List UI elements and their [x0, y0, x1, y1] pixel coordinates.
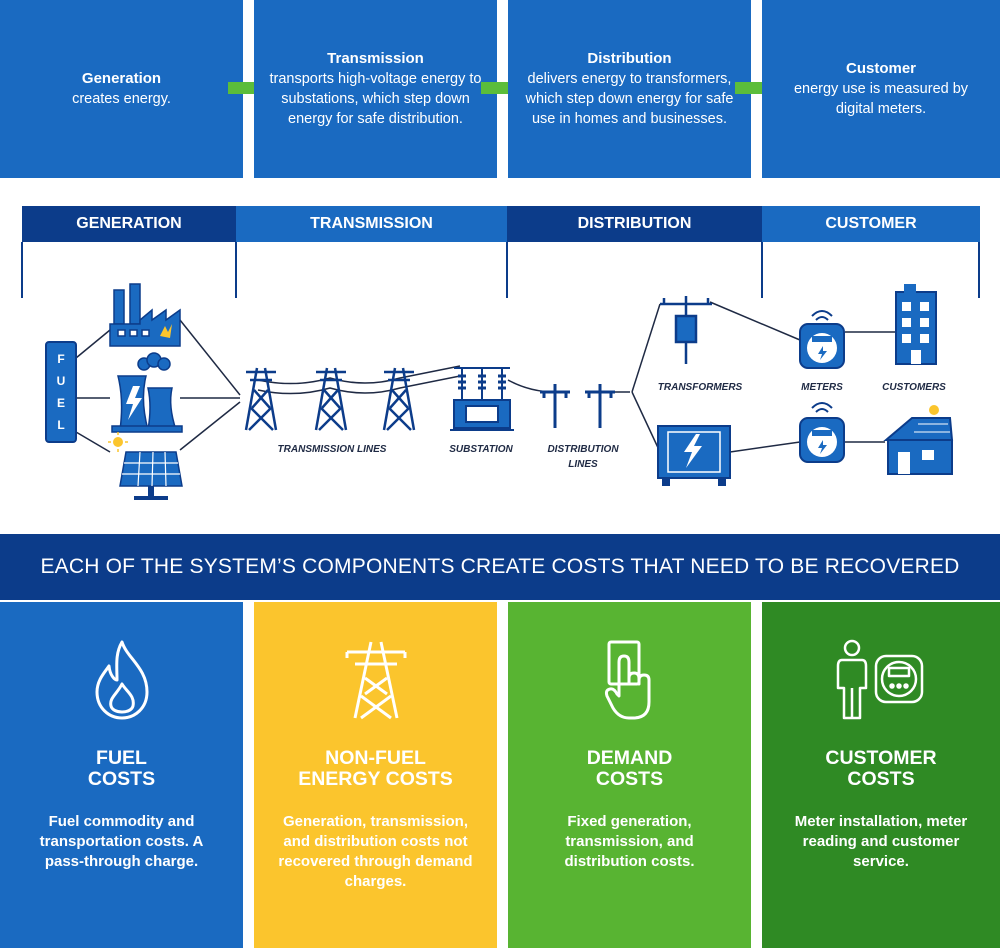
- process-title: Transmission: [327, 50, 424, 67]
- grid-diagram: F U E L TRANSMISSION LINES SUBSTATION DI…: [0, 280, 1000, 530]
- substation-icon: [450, 367, 514, 431]
- flame-icon: [95, 640, 148, 720]
- office-building-icon: [895, 284, 937, 365]
- stage-distribution: DISTRIBUTION: [507, 206, 762, 242]
- label-transmission-lines: TRANSMISSION LINES: [277, 444, 387, 455]
- fuel-letter: U: [56, 374, 66, 388]
- process-distribution: Distribution delivers energy to transfor…: [508, 0, 751, 178]
- stage-divider: [21, 242, 23, 298]
- fuel-bar: [45, 341, 77, 443]
- process-desc: transports high-voltage energy to substa…: [269, 71, 482, 127]
- transformer-pole-icon: [660, 296, 712, 364]
- cost-non-fuel: NON-FUEL ENERGY COSTS Generation, transm…: [254, 602, 497, 948]
- cost-title-line: COSTS: [847, 768, 915, 790]
- process-desc: delivers energy to transformers, which s…: [525, 71, 734, 127]
- cost-desc: Fixed generation, transmission, and dist…: [564, 813, 695, 870]
- label-substation: SUBSTATION: [449, 444, 513, 455]
- meter-icon: [799, 402, 845, 463]
- transformer-box-icon: [657, 425, 731, 486]
- power-plant-icon: [111, 352, 183, 433]
- label-transformers: TRANSFORMERS: [657, 382, 743, 393]
- label-line: DISTRIBUTION: [547, 444, 619, 455]
- cost-desc: Fuel commodity and transportation costs.…: [39, 813, 204, 870]
- process-row: Generation creates energy. Transmission …: [0, 0, 1000, 178]
- process-desc: energy use is measured by digital meters…: [793, 81, 969, 117]
- stage-divider: [978, 242, 980, 298]
- process-title: Generation: [81, 70, 162, 87]
- label-meters: METERS: [801, 382, 843, 393]
- grid-diagram-svg: [45, 283, 954, 500]
- stage-divider: [506, 242, 508, 298]
- transmission-tower-icon: [345, 641, 406, 720]
- cost-title: FUEL COSTS: [0, 748, 243, 790]
- process-transmission: Transmission transports high-voltage ene…: [254, 0, 497, 178]
- label-customers: CUSTOMERS: [882, 382, 946, 393]
- process-title: Distribution: [587, 50, 672, 67]
- distribution-pole-icon: [540, 384, 615, 428]
- cost-title-line: ENERGY COSTS: [298, 768, 453, 790]
- cost-fuel: FUEL COSTS Fuel commodity and transporta…: [0, 602, 243, 948]
- meter-icon: [799, 310, 845, 369]
- fuel-letter: F: [57, 352, 65, 366]
- cost-desc: Meter installation, meter reading and cu…: [794, 813, 968, 870]
- process-generation: Generation creates energy.: [0, 0, 243, 178]
- process-customer: Customer energy use is measured by digit…: [762, 0, 1000, 178]
- fuel-letter: L: [57, 418, 65, 432]
- cost-title: CUSTOMER COSTS: [762, 748, 1000, 790]
- cost-columns: FUEL COSTS Fuel commodity and transporta…: [0, 602, 1000, 948]
- stage-customer: CUSTOMER: [762, 206, 980, 242]
- house-icon: [883, 405, 954, 475]
- fuel-label: F U E L: [46, 348, 76, 436]
- costs-banner: EACH OF THE SYSTEM’S COMPONENTS CREATE C…: [0, 534, 1000, 600]
- cost-title-line: NON-FUEL: [325, 747, 426, 769]
- cost-desc: Generation, transmission, and distributi…: [278, 813, 473, 890]
- stage-divider: [235, 242, 237, 298]
- hand-switch-icon: [604, 640, 650, 720]
- stage-divider: [761, 242, 763, 298]
- cost-title-line: DEMAND: [586, 747, 673, 769]
- cost-title: NON-FUEL ENERGY COSTS: [254, 748, 497, 790]
- person-meter-icon: [836, 639, 924, 720]
- cost-title-line: COSTS: [87, 768, 156, 790]
- cost-customer: CUSTOMER COSTS Meter installation, meter…: [762, 602, 1000, 948]
- label-distribution-lines: DISTRIBUTION LINES: [536, 442, 630, 472]
- process-desc: creates energy.: [72, 91, 171, 107]
- cost-title-line: CUSTOMER: [825, 747, 937, 769]
- transmission-tower-icon: [244, 367, 416, 431]
- factory-icon: [109, 283, 181, 347]
- stage-transmission: TRANSMISSION: [236, 206, 507, 242]
- cost-title-line: COSTS: [595, 768, 664, 790]
- fuel-letter: E: [56, 396, 65, 410]
- cost-title: DEMAND COSTS: [508, 748, 751, 790]
- solar-panel-icon: [108, 432, 183, 500]
- process-title: Customer: [845, 60, 916, 77]
- label-line: LINES: [568, 459, 598, 470]
- cost-title-line: FUEL: [96, 747, 147, 769]
- stage-generation: GENERATION: [22, 206, 236, 242]
- cost-demand: DEMAND COSTS Fixed generation, transmiss…: [508, 602, 751, 948]
